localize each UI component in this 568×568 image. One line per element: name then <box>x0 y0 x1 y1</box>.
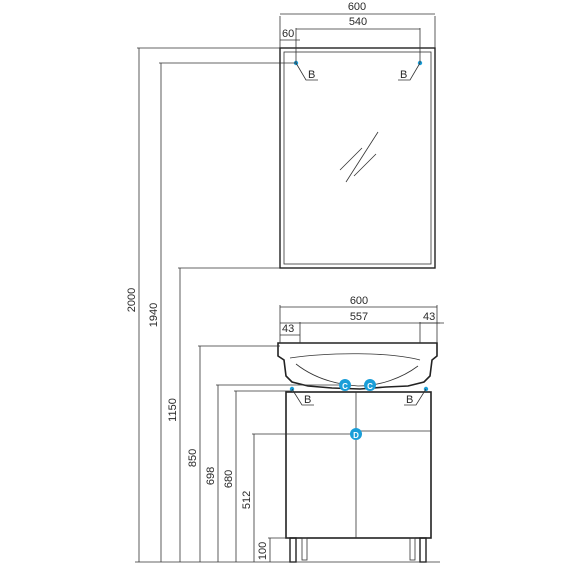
cabinet-offset-left: 43 <box>282 323 294 335</box>
marker-d-label: D <box>353 431 359 440</box>
washbasin-rim <box>289 353 421 361</box>
mirror-width-inner: 540 <box>349 16 367 28</box>
height-2000: 2000 <box>126 288 138 312</box>
marker-d <box>350 428 362 440</box>
marker-c-left-label: C <box>342 382 348 391</box>
mirror-glare-line-1 <box>339 147 363 171</box>
mirror-offset-left: 60 <box>282 28 294 40</box>
washbasin <box>277 342 438 390</box>
height-698: 698 <box>205 467 217 485</box>
mirror-glare-line-2 <box>345 131 379 183</box>
mirror-width-total: 600 <box>348 1 366 13</box>
marker-c-right <box>364 379 376 391</box>
marker-c-right-label: C <box>367 382 373 391</box>
cabinet-offset-right: 43 <box>423 311 435 323</box>
height-850: 850 <box>187 449 199 467</box>
leg-front-right <box>419 537 427 563</box>
height-1150: 1150 <box>167 398 179 422</box>
height-680: 680 <box>223 470 235 488</box>
cabinet-mount-label-right: B <box>406 394 413 406</box>
cabinet-body <box>285 391 432 539</box>
cabinet-width-total: 600 <box>350 295 368 307</box>
cabinet-mount-leader-right <box>404 388 427 406</box>
mirror-inner-frame <box>283 51 432 265</box>
height-100: 100 <box>257 542 269 560</box>
leg-front-left <box>289 537 297 563</box>
mirror-glare-line-3 <box>353 153 377 177</box>
height-1940: 1940 <box>148 303 160 327</box>
mirror-mount-label-left: B <box>308 69 315 81</box>
mirror-mount-label-right: B <box>400 69 407 81</box>
cabinet-mount-leader-left <box>291 388 314 406</box>
cabinet-dimensions: 600 557 43 43 <box>279 295 444 343</box>
mirror-dimensions: 600 540 60 <box>279 1 436 63</box>
height-512: 512 <box>241 491 253 509</box>
mirror-mount-leader-right <box>398 62 421 81</box>
leg-back-left <box>301 537 308 561</box>
height-dimensions: 2000 1940 1150 850 698 680 512 100 <box>126 47 440 563</box>
mirror-outer-frame <box>279 47 436 269</box>
cabinet-width-inner: 557 <box>350 311 368 323</box>
mirror-mount-leader-left <box>295 62 318 81</box>
leg-back-right <box>409 537 416 561</box>
mirror: B B <box>279 47 436 269</box>
cabinet-mount-label-left: B <box>304 394 311 406</box>
washbasin-bowl <box>295 363 419 387</box>
vanity-cabinet: B B C C D <box>277 342 438 563</box>
marker-c-left <box>339 379 351 391</box>
